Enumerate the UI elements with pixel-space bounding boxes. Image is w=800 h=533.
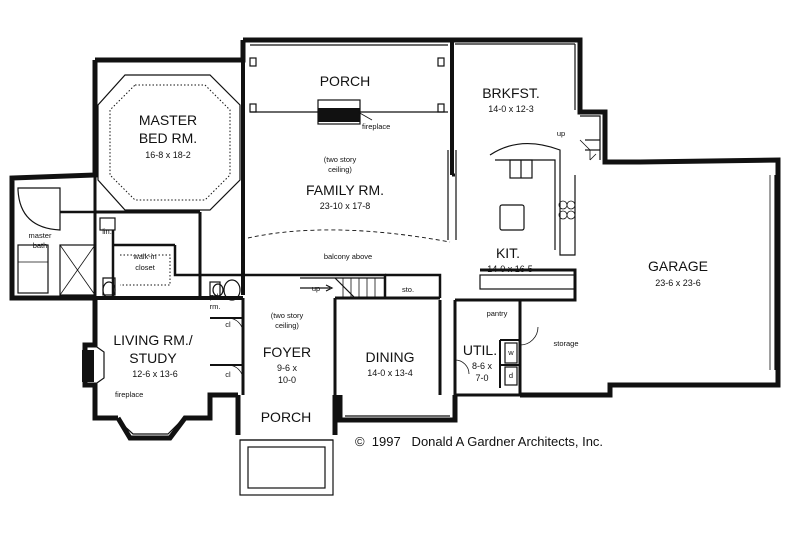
- label-pd2: rm.: [210, 302, 221, 311]
- room-dining: DINING: [366, 349, 415, 365]
- label-up-stair: up: [312, 284, 320, 293]
- label-two-story-a2: ceiling): [328, 165, 352, 174]
- detail-lines: [17, 43, 776, 496]
- label-cl1: cl: [225, 320, 231, 329]
- room-porch-front: PORCH: [261, 409, 312, 425]
- label-d: d: [509, 371, 513, 380]
- room-dining-dim: 14-0 x 13-4: [367, 368, 413, 378]
- room-master-bed-dim: 16-8 x 18-2: [145, 150, 191, 160]
- room-kit: KIT.: [496, 245, 520, 261]
- room-master-bed-line1: MASTER: [139, 112, 197, 128]
- label-fireplace-living: fireplace: [115, 390, 143, 399]
- room-brkfst-dim: 14-0 x 12-3: [488, 104, 534, 114]
- room-foyer: FOYER: [263, 344, 311, 360]
- copyright-notice: © 1997 Donald A Gardner Architects, Inc.: [355, 434, 603, 449]
- label-fireplace-family: fireplace: [362, 122, 390, 131]
- room-living-dim: 12-6 x 13-6: [132, 369, 178, 379]
- label-sto: sto.: [402, 285, 414, 294]
- label-w: w: [507, 348, 514, 357]
- label-master-bath2: bath: [33, 241, 48, 250]
- label-pantry: pantry: [487, 309, 508, 318]
- room-garage: GARAGE: [648, 258, 708, 274]
- room-brkfst: BRKFST.: [482, 85, 540, 101]
- label-up-brkfst: up: [557, 129, 565, 138]
- room-living-line1: LIVING RM./: [113, 332, 192, 348]
- room-labels: PORCH BRKFST. 14-0 x 12-3 MASTER BED RM.…: [113, 73, 708, 425]
- label-two-story-b1: (two story: [271, 311, 304, 320]
- label-master-bath1: master: [29, 231, 52, 240]
- label-walkin1: walk-in: [132, 252, 156, 261]
- label-balcony: balcony above: [324, 252, 372, 261]
- room-family-dim: 23-10 x 17-8: [320, 201, 371, 211]
- label-cl2: cl: [225, 370, 231, 379]
- room-master-bed-line2: BED RM.: [139, 130, 197, 146]
- exterior-walls: [9, 37, 781, 441]
- room-garage-dim: 23-6 x 23-6: [655, 278, 701, 288]
- label-two-story-b2: ceiling): [275, 321, 299, 330]
- room-porch-rear: PORCH: [320, 73, 371, 89]
- label-walkin2: closet: [135, 263, 156, 272]
- room-living-line2: STUDY: [129, 350, 177, 366]
- label-two-story-a1: (two story: [324, 155, 357, 164]
- room-family: FAMILY RM.: [306, 182, 384, 198]
- room-util: UTIL.: [463, 342, 497, 358]
- label-storage: storage: [553, 339, 578, 348]
- room-foyer-dim2: 10-0: [278, 375, 296, 385]
- room-util-dim1: 8-6 x: [472, 361, 493, 371]
- room-util-dim2: 7-0: [475, 373, 488, 383]
- room-foyer-dim1: 9-6 x: [277, 363, 298, 373]
- small-labels: fireplace (two story ceiling) balcony ab…: [29, 122, 579, 399]
- label-lin: lin.: [102, 227, 112, 236]
- room-kit-dim: 14-0 x 16-5: [487, 264, 533, 274]
- label-pd1: pd.: [210, 292, 220, 301]
